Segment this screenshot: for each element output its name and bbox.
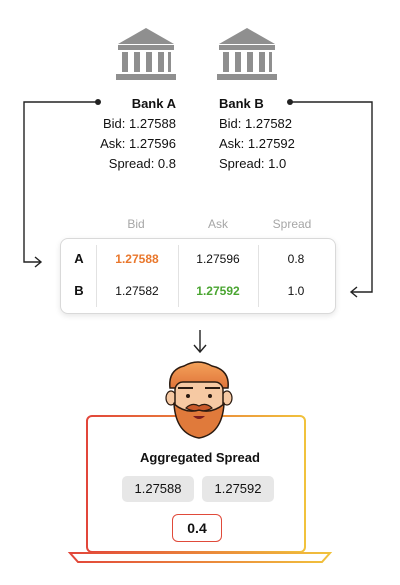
aggregated-bid: 1.27588 (122, 476, 194, 502)
bank-a-ask: Ask: 1.27596 (100, 136, 176, 151)
column-divider (96, 245, 97, 307)
bank-b-icon (217, 28, 277, 80)
row-b-bid: 1.27582 (115, 284, 159, 298)
aggregated-ask: 1.27592 (202, 476, 274, 502)
aggregated-spread-title: Aggregated Spread (140, 450, 260, 465)
row-b-spread: 1.0 (287, 284, 305, 298)
bank-a-icon (116, 28, 176, 80)
connector-bank-a (23, 99, 101, 268)
laptop-icon (67, 415, 333, 563)
bank-b-spread: Spread: 1.0 (219, 156, 287, 171)
row-a-spread: 0.8 (287, 252, 305, 266)
connector-bank-b (287, 99, 373, 298)
bank-a-info: Bank A Bid: 1.27588 Ask: 1.27596 Spread:… (92, 94, 176, 174)
quotes-table: A 1.27588 1.27596 0.8 B 1.27582 1.27592 … (60, 238, 336, 314)
row-label-b: B (74, 283, 84, 298)
bank-b-ask: Ask: 1.27592 (219, 136, 295, 151)
bank-a-name: Bank A (131, 96, 176, 111)
aggregated-spread-value: 0.4 (172, 514, 222, 542)
bank-a-spread: Spread: 0.8 (108, 156, 176, 171)
row-a-bid: 1.27588 (115, 252, 159, 266)
bank-a-bid: Bid: 1.27588 (102, 116, 176, 131)
row-b-ask: 1.27592 (196, 284, 240, 298)
bank-b-bid: Bid: 1.27582 (219, 116, 293, 131)
column-divider (178, 245, 179, 307)
header-bid: Bid (127, 217, 145, 231)
bank-b-name: Bank B (219, 96, 264, 111)
row-label-a: A (74, 251, 84, 266)
header-spread: Spread (272, 217, 312, 231)
connector-down (193, 330, 207, 354)
header-ask: Ask (207, 217, 228, 231)
trader-avatar-icon (165, 361, 233, 439)
row-a-ask: 1.27596 (196, 252, 240, 266)
column-divider (258, 245, 259, 307)
bank-b-info: Bank B Bid: 1.27582 Ask: 1.27592 Spread:… (219, 94, 309, 174)
